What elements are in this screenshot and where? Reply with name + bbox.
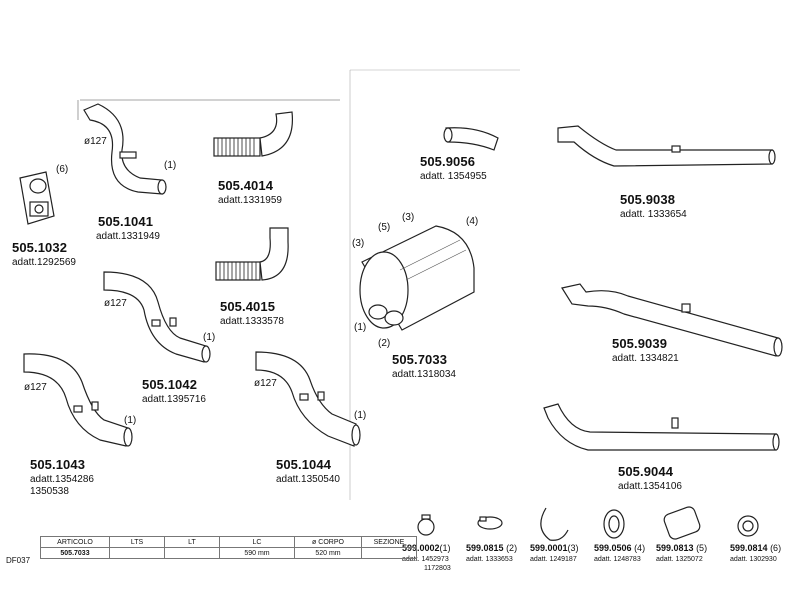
clamp-599-0002 bbox=[417, 514, 435, 536]
pipe-505-4014 bbox=[213, 111, 294, 157]
accessory-adatt: adatt. 1333653 bbox=[466, 556, 513, 563]
drawing-reference: DF037 bbox=[6, 556, 31, 565]
table-cell bbox=[109, 547, 165, 559]
ref-label: (1) bbox=[354, 410, 367, 421]
pipe-505-9039 bbox=[561, 283, 783, 357]
ref-label: (6) bbox=[56, 164, 69, 175]
part-code: 505.1044 bbox=[276, 457, 332, 472]
part-code: 505.1042 bbox=[142, 377, 198, 392]
pipe-505-9056 bbox=[443, 127, 499, 151]
gasket-599-0506 bbox=[603, 509, 625, 539]
table-header-cell: ø CORPO bbox=[294, 536, 362, 548]
part-adatt: adatt. 1333654 bbox=[620, 209, 687, 220]
spec-table: ARTICOLO LTS LT LC ø CORPO SEZIONE 505.7… bbox=[40, 536, 417, 559]
diameter-label: ø127 bbox=[104, 298, 127, 309]
part-code: 505.9056 bbox=[420, 154, 476, 169]
ref-label: (1) bbox=[124, 415, 137, 426]
part-code: 505.9039 bbox=[612, 336, 668, 351]
table-cell: 590 mm bbox=[219, 547, 295, 559]
accessory-adatt: adatt. 1249187 bbox=[530, 556, 577, 563]
ring-599-0814 bbox=[737, 515, 759, 537]
part-adatt: adatt.1354106 bbox=[618, 481, 682, 492]
part-code: 505.9044 bbox=[618, 464, 674, 479]
part-adatt: adatt.1395716 bbox=[142, 394, 206, 405]
table-header-cell: LTS bbox=[109, 536, 165, 548]
diameter-label: ø127 bbox=[84, 136, 107, 147]
part-code: 505.1043 bbox=[30, 457, 86, 472]
table-header-cell: SEZIONE bbox=[361, 536, 417, 548]
ref-label: (1) bbox=[203, 332, 216, 343]
accessory-code: 599.0001(3) bbox=[530, 543, 579, 553]
part-adatt: adatt.1354286 bbox=[30, 474, 94, 485]
accessory-adatt-2: 1172803 bbox=[424, 565, 451, 572]
table-cell: 505.7033 bbox=[40, 547, 110, 559]
clamp-599-0815 bbox=[477, 516, 503, 530]
table-header-cell: LT bbox=[164, 536, 220, 548]
pipe-505-4015 bbox=[215, 227, 289, 281]
flange-505-1032 bbox=[19, 171, 55, 225]
table-cell: 520 mm bbox=[294, 547, 362, 559]
ref-label: (4) bbox=[466, 216, 479, 227]
part-code: 505.7033 bbox=[392, 352, 448, 367]
part-adatt: adatt.1331949 bbox=[96, 231, 160, 242]
ref-label: (5) bbox=[378, 222, 391, 233]
part-adatt: adatt. 1334821 bbox=[612, 353, 679, 364]
table-cell bbox=[361, 547, 417, 559]
ref-label: (3) bbox=[402, 212, 415, 223]
coupler-599-0813 bbox=[663, 506, 701, 540]
diameter-label: ø127 bbox=[24, 382, 47, 393]
part-code: 505.4015 bbox=[220, 299, 276, 314]
pipe-505-1042 bbox=[103, 271, 211, 363]
accessory-adatt: adatt. 1452973 bbox=[402, 556, 449, 563]
part-adatt-2: 1350538 bbox=[30, 486, 69, 497]
silencer-505-7033 bbox=[359, 225, 475, 331]
part-code: 505.1041 bbox=[98, 214, 154, 229]
accessory-code: 599.0002(1) bbox=[402, 543, 451, 553]
ref-label: (1) bbox=[354, 322, 367, 333]
part-adatt: adatt.1350540 bbox=[276, 474, 340, 485]
accessory-code: 599.0815 (2) bbox=[466, 543, 518, 553]
table-cell bbox=[164, 547, 220, 559]
accessory-code: 599.0813 (5) bbox=[656, 543, 708, 553]
part-code: 505.4014 bbox=[218, 178, 274, 193]
part-adatt: adatt. 1354955 bbox=[420, 171, 487, 182]
table-row: 505.7033 590 mm 520 mm bbox=[40, 547, 417, 559]
accessory-code: 599.0506 (4) bbox=[594, 543, 646, 553]
accessory-adatt: adatt. 1302930 bbox=[730, 556, 777, 563]
ref-label: (2) bbox=[378, 338, 391, 349]
accessory-adatt: adatt. 1248783 bbox=[594, 556, 641, 563]
accessory-code: 599.0814 (6) bbox=[730, 543, 782, 553]
ref-label: (1) bbox=[164, 160, 177, 171]
part-adatt: adatt.1292569 bbox=[12, 257, 76, 268]
pipe-505-9044 bbox=[543, 403, 780, 451]
pipe-505-1043 bbox=[23, 353, 133, 447]
part-adatt: adatt.1318034 bbox=[392, 369, 456, 380]
accessory-adatt: adatt. 1325072 bbox=[656, 556, 703, 563]
clamp-599-0001 bbox=[540, 507, 569, 541]
diameter-label: ø127 bbox=[254, 378, 277, 389]
pipe-505-1044 bbox=[255, 351, 361, 447]
part-code: 505.9038 bbox=[620, 192, 676, 207]
ref-label: (3) bbox=[352, 238, 365, 249]
pipe-505-9038 bbox=[557, 125, 776, 167]
pipe-505-1041 bbox=[83, 103, 167, 195]
table-header-cell: ARTICOLO bbox=[40, 536, 110, 548]
table-header-cell: LC bbox=[219, 536, 295, 548]
part-code: 505.1032 bbox=[12, 240, 68, 255]
part-adatt: adatt.1331959 bbox=[218, 195, 282, 206]
table-header-row: ARTICOLO LTS LT LC ø CORPO SEZIONE bbox=[40, 536, 417, 548]
part-adatt: adatt.1333578 bbox=[220, 316, 284, 327]
